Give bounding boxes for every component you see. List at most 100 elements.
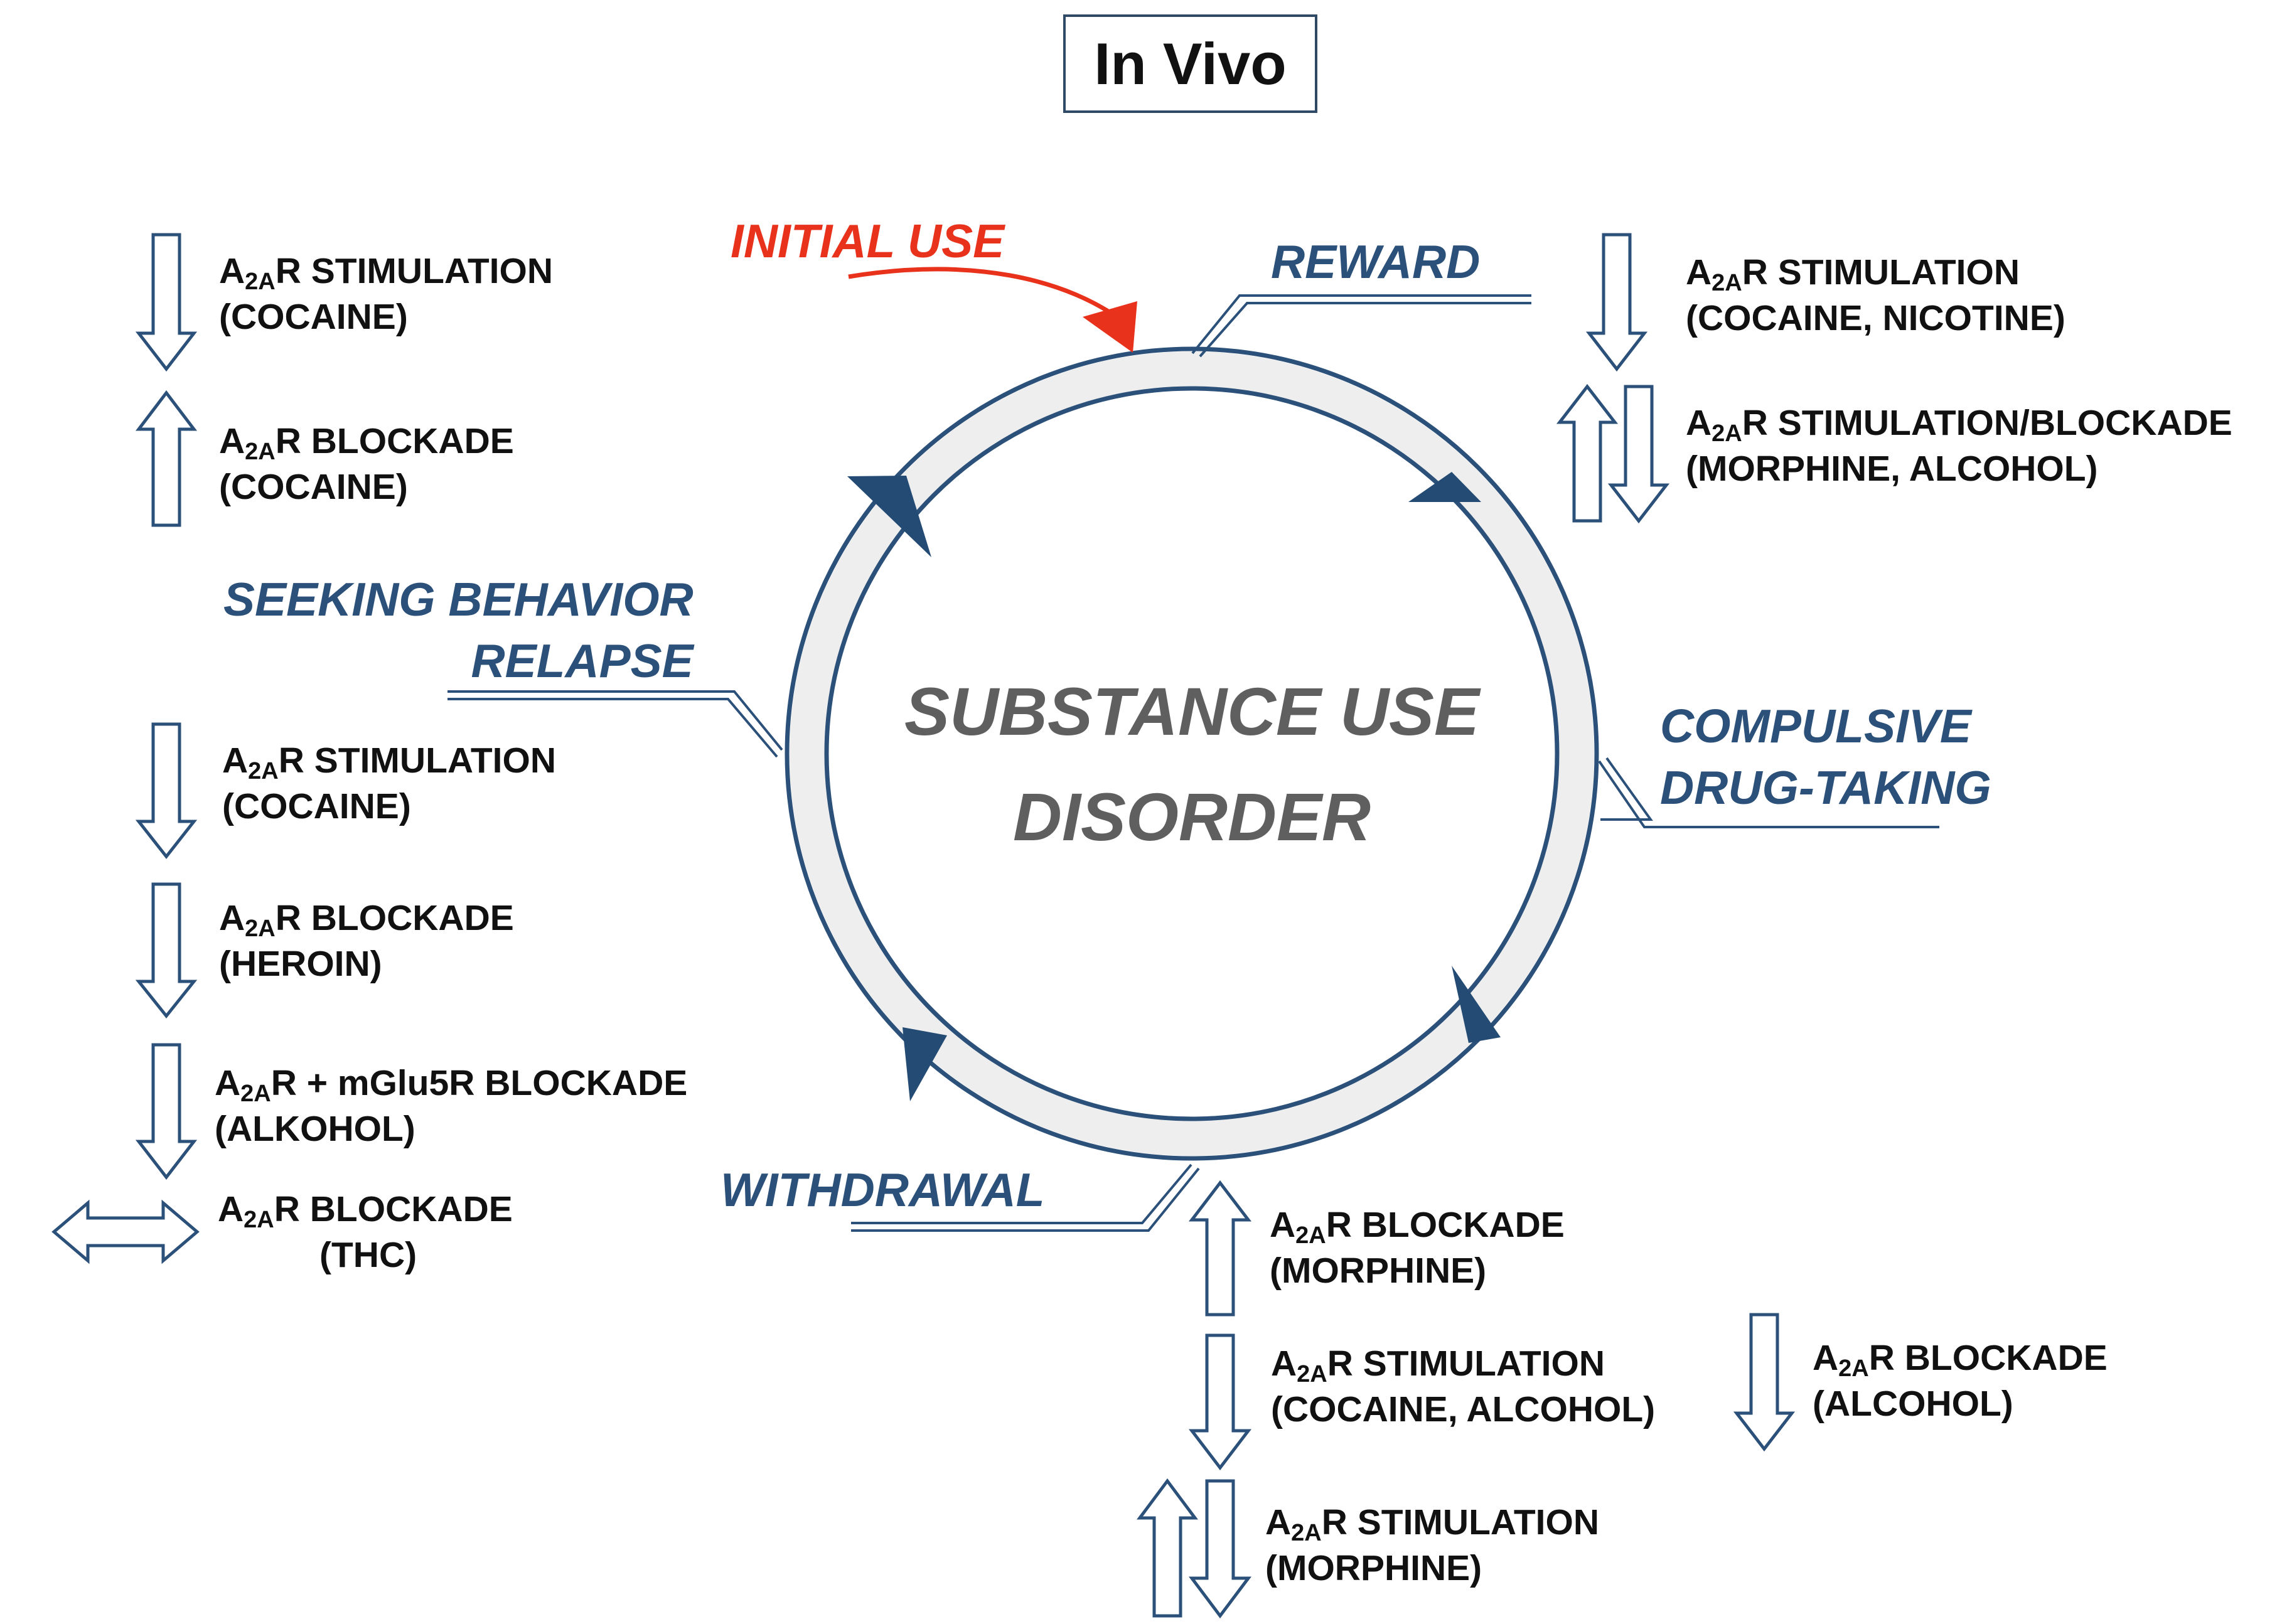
compulsive-leader-2 [1598,760,1939,828]
effect-action-text: + mGlu5R BLOCKADE [296,1063,688,1103]
arrow-up-icon [1137,1478,1198,1618]
arrow-down-icon [1585,233,1648,372]
effect-drug-line: (MORPHINE) [1270,1251,1487,1291]
effect-action-line: A2AR STIMULATION [219,248,553,294]
effect-action-text: STIMULATION [304,740,556,781]
effect-action-text: BLOCKADE [301,421,514,461]
receptor-name: A [1686,403,1712,443]
receptor-suffix: R [271,1063,297,1103]
effect-label-seeking-3: A2AR + mGlu5R BLOCKADE (ALKOHOL) [215,1060,687,1152]
stage-withdrawal: WITHDRAWAL [720,1163,1045,1216]
stage-seeking-line1: SEEKING BEHAVIOR [223,573,694,626]
effect-action-text: BLOCKADE [1894,1338,2108,1378]
arrow-up-icon [135,390,198,527]
arrow-down-icon [1188,1333,1252,1471]
receptor-name: A [219,898,245,938]
stage-compulsive: COMPULSIVE DRUG-TAKING [1660,695,1991,818]
effect-action-text: BLOCKADE [299,1189,513,1229]
effect-drug-line: (HEROIN) [219,944,382,984]
receptor-name: A [219,421,245,461]
center-label: SUBSTANCE USE DISORDER [847,659,1537,870]
effect-label-initial-2: A2AR BLOCKADE (COCAINE) [219,419,514,510]
cycle-arrowhead-lower-right [1452,966,1501,1043]
receptor-name: A [219,251,245,291]
withdrawal-leader-2 [851,1167,1200,1232]
effect-drug-line: (ALKOHOL) [215,1109,415,1149]
effect-drug-line: (MORPHINE, ALCOHOL) [1686,449,2098,489]
stage-compulsive-line1: COMPULSIVE [1660,700,1971,752]
receptor-suffix: R [1327,1344,1353,1384]
effect-action-line: A2AR BLOCKADE [1813,1335,2108,1381]
center-label-line1: SUBSTANCE USE [904,673,1480,749]
effect-label-seeking-1: A2AR STIMULATION (COCAINE) [222,738,556,830]
effect-action-text: BLOCKADE [1351,1205,1565,1245]
receptor-subscript: 2A [244,1207,274,1233]
effect-action-line: A2AR STIMULATION [222,738,556,784]
receptor-suffix: R [1321,1502,1347,1542]
effect-label-reward-2: A2AR STIMULATION/BLOCKADE (MORPHINE, ALC… [1686,400,2232,492]
cycle-ring-inner [824,386,1560,1121]
effect-label-initial-1: A2AR STIMULATION (COCAINE) [219,248,553,340]
receptor-suffix: R [1742,252,1768,292]
title-box: In Vivo [1063,14,1317,113]
effect-drug-line: (COCAINE) [219,297,408,337]
seeking-leader [447,690,783,751]
reward-leader [1191,294,1531,355]
receptor-name: A [1686,252,1712,292]
receptor-subscript: 2A [245,916,276,942]
receptor-suffix: R [275,898,301,938]
receptor-subscript: 2A [245,269,276,295]
effect-action-text: STIMULATION [301,251,553,291]
effect-drug-line: (THC) [319,1235,417,1275]
cycle-ring [785,346,1599,1161]
receptor-subscript: 2A [1712,420,1742,447]
cycle-arrowhead-upper-left [847,476,931,557]
receptor-suffix: R [275,251,301,291]
compulsive-leader [1600,757,1653,821]
cycle-arrowhead-upper-right [1408,472,1481,502]
stage-initial-use: INITIAL USE [731,215,1005,267]
effect-label-withdrawal-2: A2AR STIMULATION (COCAINE, ALCOHOL) [1271,1341,1655,1433]
receptor-subscript: 2A [1712,270,1742,296]
effect-drug-line: (COCAINE) [219,467,408,507]
receptor-subscript: 2A [1291,1520,1322,1546]
effect-action-text: STIMULATION [1353,1344,1605,1384]
receptor-suffix: R [1868,1338,1895,1378]
effect-action-line: A2AR + mGlu5R BLOCKADE [215,1060,687,1106]
initial-use-arrow [848,267,1132,328]
effect-action-line: A2AR BLOCKADE [219,419,514,464]
receptor-name: A [215,1063,241,1103]
receptor-suffix: R [1742,403,1768,443]
arrow-down-icon [1189,1479,1251,1619]
receptor-suffix: R [274,1189,300,1229]
receptor-name: A [222,740,249,781]
cycle-arrowhead-lower-left [903,1027,947,1101]
arrow-up-icon [1556,383,1619,523]
effect-action-text: BLOCKADE [301,898,514,938]
effect-drug-line: (COCAINE) [222,786,411,826]
receptor-suffix: R [1326,1205,1352,1245]
arrow-up-icon [1188,1180,1252,1317]
arrow-left-right-icon [51,1199,200,1264]
effect-action-line: A2AR STIMULATION/BLOCKADE [1686,400,2232,446]
stage-seeking: SEEKING BEHAVIOR RELAPSE [223,569,694,692]
receptor-name: A [1270,1205,1296,1245]
effect-action-text: STIMULATION [1767,252,2020,292]
receptor-name: A [1265,1502,1292,1542]
seeking-leader-2 [447,698,778,758]
effect-label-withdrawal-3: A2AR STIMULATION (MORPHINE) [1265,1500,1599,1591]
stage-compulsive-line2: DRUG-TAKING [1660,761,1991,814]
stage-seeking-line2: RELAPSE [471,634,694,687]
receptor-subscript: 2A [248,758,279,784]
effect-label-seeking-4: A2AR BLOCKADE (THC) [218,1187,513,1278]
receptor-suffix: R [278,740,304,781]
arrow-down-icon [135,1043,198,1180]
effect-drug-line: (MORPHINE) [1265,1548,1482,1588]
arrow-down-icon [135,882,198,1019]
effect-drug-line: (ALCOHOL) [1813,1384,2013,1424]
effect-label-seeking-2: A2AR BLOCKADE (HEROIN) [219,895,514,987]
receptor-name: A [1271,1344,1297,1384]
arrow-down-icon [1733,1313,1796,1452]
effect-drug-line: (COCAINE, NICOTINE) [1686,298,2065,338]
